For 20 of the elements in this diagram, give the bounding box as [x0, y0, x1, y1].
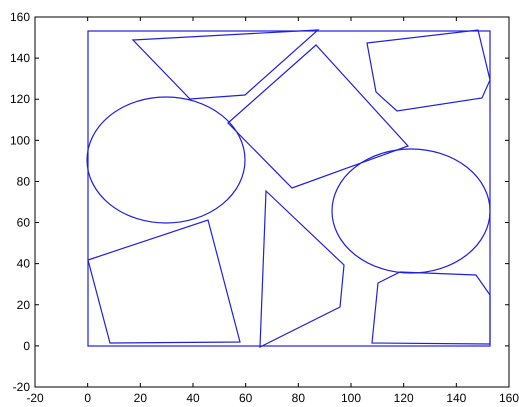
- tick-label: 0: [23, 338, 30, 353]
- tick-label: 20: [134, 391, 148, 405]
- tick-label: 80: [16, 174, 30, 188]
- tick-label: 40: [16, 256, 30, 271]
- tick-label: 20: [16, 298, 30, 312]
- tick-label: 60: [16, 216, 30, 230]
- tick-label: 160: [498, 391, 519, 405]
- tick-label: 0: [84, 391, 91, 405]
- tick-label: 100: [340, 391, 362, 405]
- tick-label: 140: [10, 51, 30, 66]
- tick-label: 60: [238, 391, 252, 405]
- tick-label: -20: [12, 380, 30, 394]
- tick-label: 120: [394, 391, 414, 405]
- tick-label: -20: [26, 391, 44, 405]
- tick-label: 80: [292, 391, 306, 405]
- tick-label: 40: [186, 391, 200, 405]
- tick-label: 160: [10, 10, 30, 24]
- tick-label: 140: [446, 391, 466, 405]
- tick-label: 100: [10, 133, 30, 148]
- tick-label: 120: [10, 92, 30, 106]
